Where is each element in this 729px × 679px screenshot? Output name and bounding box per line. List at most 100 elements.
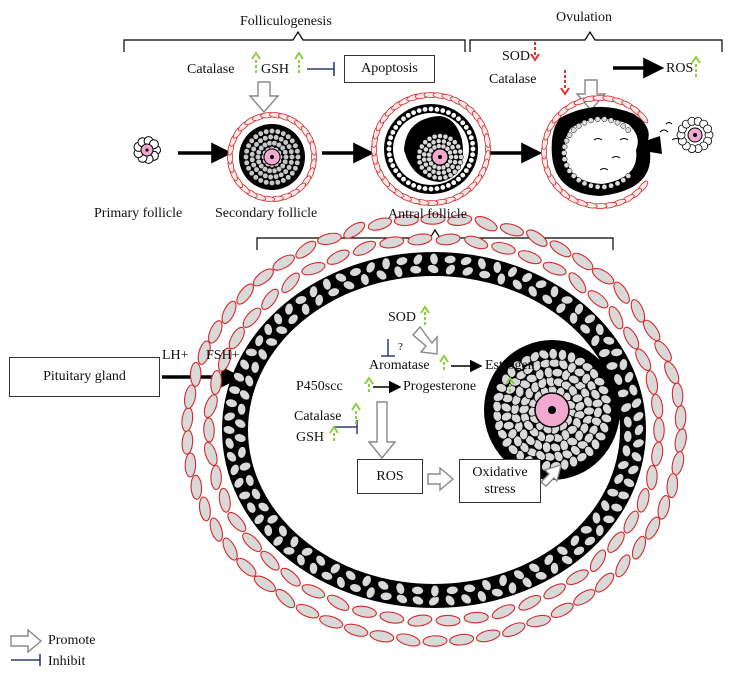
stage-follicles bbox=[133, 92, 714, 210]
granulosa-cell bbox=[237, 446, 247, 459]
catalase-up-arrow-top bbox=[251, 51, 261, 73]
granulosa-cell bbox=[239, 358, 250, 371]
p450scc-label: P450scc bbox=[296, 379, 343, 394]
granulosa-cell bbox=[463, 583, 476, 593]
cumulus-cell bbox=[535, 450, 546, 461]
theca-cell bbox=[218, 487, 231, 513]
granulosa-cell bbox=[411, 585, 424, 596]
theca-cell bbox=[280, 567, 301, 587]
theca-cell bbox=[222, 537, 238, 561]
granulosa-cell bbox=[273, 312, 283, 326]
granulosa-cell bbox=[490, 587, 504, 598]
granulosa-cell bbox=[236, 402, 247, 416]
granulosa-cell bbox=[282, 546, 296, 556]
granulosa-cell bbox=[595, 524, 605, 537]
theca-cell bbox=[317, 232, 342, 246]
theca-cell bbox=[491, 604, 516, 620]
theca-cell bbox=[275, 588, 296, 609]
granulosa-cell bbox=[345, 569, 357, 581]
theca-cell bbox=[343, 221, 366, 239]
theca-cell bbox=[420, 213, 446, 225]
pituitary-gland-box: Pituitary gland bbox=[9, 357, 160, 397]
theca-cell bbox=[367, 217, 393, 231]
catalase-down-arrow bbox=[560, 70, 570, 96]
theca-cell bbox=[613, 281, 630, 304]
granulosa-cell bbox=[300, 547, 314, 557]
cumulus-cell bbox=[597, 385, 610, 396]
theca-cells-ring bbox=[181, 213, 687, 647]
granulosa-cell bbox=[627, 464, 640, 476]
theca-cell bbox=[568, 272, 587, 294]
secondary-follicle bbox=[226, 112, 318, 202]
granulosa-cell bbox=[572, 545, 586, 556]
catalase-up-arrow bbox=[351, 402, 361, 424]
granulosa-cell bbox=[513, 569, 525, 580]
granulosa-cell bbox=[630, 451, 643, 463]
inhibit-sod-aromatase bbox=[381, 339, 395, 357]
granulosa-cell bbox=[329, 562, 341, 575]
catalase-label-top: Catalase bbox=[187, 62, 235, 77]
granulosa-cell bbox=[555, 302, 567, 314]
granulosa-cell bbox=[411, 595, 425, 606]
theca-cell bbox=[518, 594, 542, 611]
theca-cell bbox=[645, 370, 659, 395]
gsh-label: GSH bbox=[296, 430, 325, 445]
granulosa-cell bbox=[342, 280, 356, 291]
theca-cell bbox=[657, 495, 671, 520]
granulosa-cell bbox=[365, 261, 376, 274]
theca-cell bbox=[646, 464, 658, 491]
granulosa-cell bbox=[521, 272, 533, 283]
theca-cell bbox=[236, 557, 257, 577]
granulosa-cell bbox=[239, 389, 251, 401]
granulosa-cell bbox=[308, 561, 319, 575]
granulosa-cell bbox=[579, 323, 591, 335]
theca-cell bbox=[228, 326, 245, 350]
theca-cell bbox=[253, 575, 276, 593]
theca-cell bbox=[242, 532, 262, 553]
theca-cell bbox=[447, 214, 473, 226]
ros-label: ROS bbox=[376, 468, 404, 484]
granulosa-cell bbox=[623, 415, 633, 429]
granulosa-cell bbox=[633, 423, 645, 437]
cumulus-cell bbox=[518, 404, 530, 415]
theca-cell bbox=[643, 319, 661, 342]
theca-cell bbox=[654, 340, 672, 362]
granulosa-cell bbox=[245, 474, 255, 487]
promote-arrow-to-ros bbox=[367, 401, 397, 460]
progesterone-up-arrow bbox=[505, 376, 515, 392]
granulosa-cell bbox=[528, 562, 541, 573]
granulosa-cell bbox=[602, 335, 616, 346]
theca-cell bbox=[272, 254, 295, 271]
progesterone-label: Progesterone bbox=[403, 379, 477, 394]
granulosa-cell bbox=[361, 574, 372, 588]
theca-cell bbox=[208, 320, 223, 344]
cumulus-cell bbox=[583, 406, 595, 416]
granulosa-cell bbox=[395, 593, 408, 605]
cumulus-cell bbox=[538, 349, 550, 360]
gsh-label-top: GSH bbox=[261, 62, 290, 77]
legend-inhibit-icon bbox=[11, 654, 41, 666]
theca-cell bbox=[517, 250, 542, 265]
theca-cell bbox=[352, 605, 377, 618]
granulosa-cell bbox=[266, 514, 279, 525]
promote-arrow-ros-to-stress bbox=[427, 466, 455, 492]
ovulating-follicle bbox=[540, 95, 714, 210]
theca-cell bbox=[589, 549, 607, 572]
cumulus-cell bbox=[513, 435, 523, 448]
granulosa-cell bbox=[308, 285, 319, 299]
promote-arrow-to-estrogen bbox=[412, 325, 438, 355]
cumulus-cell bbox=[523, 420, 534, 431]
granulosa-cell bbox=[623, 429, 633, 443]
legend-promote-label: Promote bbox=[48, 633, 96, 648]
granulosa-cell bbox=[238, 461, 252, 472]
granulosa-cell bbox=[428, 595, 440, 607]
cumulus-cell bbox=[600, 413, 613, 424]
granulosa-cell bbox=[543, 553, 554, 566]
granulosa-cell bbox=[349, 267, 362, 277]
theca-cell bbox=[651, 441, 664, 467]
primary-follicle-label: Primary follicle bbox=[94, 206, 183, 221]
granulosa-cell bbox=[246, 501, 257, 514]
granulosa-cell bbox=[590, 334, 601, 347]
theca-cell bbox=[645, 516, 661, 540]
